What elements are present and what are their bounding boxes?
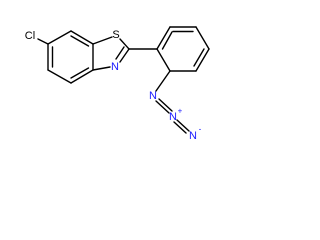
- bond: [155, 100, 170, 114]
- bond: [195, 26, 210, 50]
- bond: [158, 98, 173, 112]
- azide-nitrogen-1-label: N: [149, 90, 157, 102]
- azide-nitrogen-3-label: N: [189, 130, 197, 142]
- bond: [195, 48, 210, 72]
- bond: [119, 48, 130, 63]
- bonds: [37, 26, 210, 134]
- azide-nitrogen-3-charge: -: [199, 125, 202, 134]
- bond: [92, 36, 113, 45]
- bond: [70, 67, 90, 79]
- bond: [47, 69, 72, 84]
- bond: [115, 46, 125, 60]
- bond: [119, 38, 130, 50]
- bond: [70, 30, 94, 45]
- bond: [47, 30, 72, 45]
- bond: [176, 119, 190, 132]
- bond: [156, 26, 171, 50]
- bond: [37, 38, 49, 45]
- bond: [156, 48, 171, 72]
- chemical-structure-diagram: Cl S N N N + N -: [25, 26, 210, 142]
- chlorine-atom-label: Cl: [25, 30, 35, 42]
- azide-nitrogen-2-label: N: [169, 111, 177, 123]
- bond: [193, 48, 205, 67]
- azide-nitrogen-2-charge: +: [178, 107, 183, 116]
- bond: [92, 66, 111, 71]
- bond: [173, 121, 187, 134]
- sulfur-atom-label: S: [112, 29, 119, 41]
- bond: [161, 31, 173, 50]
- nitrogen-atom-label: N: [111, 61, 119, 73]
- atom-labels: Cl S N N N + N -: [25, 29, 202, 142]
- bond: [70, 69, 94, 84]
- bond: [70, 35, 90, 47]
- bond: [155, 70, 171, 92]
